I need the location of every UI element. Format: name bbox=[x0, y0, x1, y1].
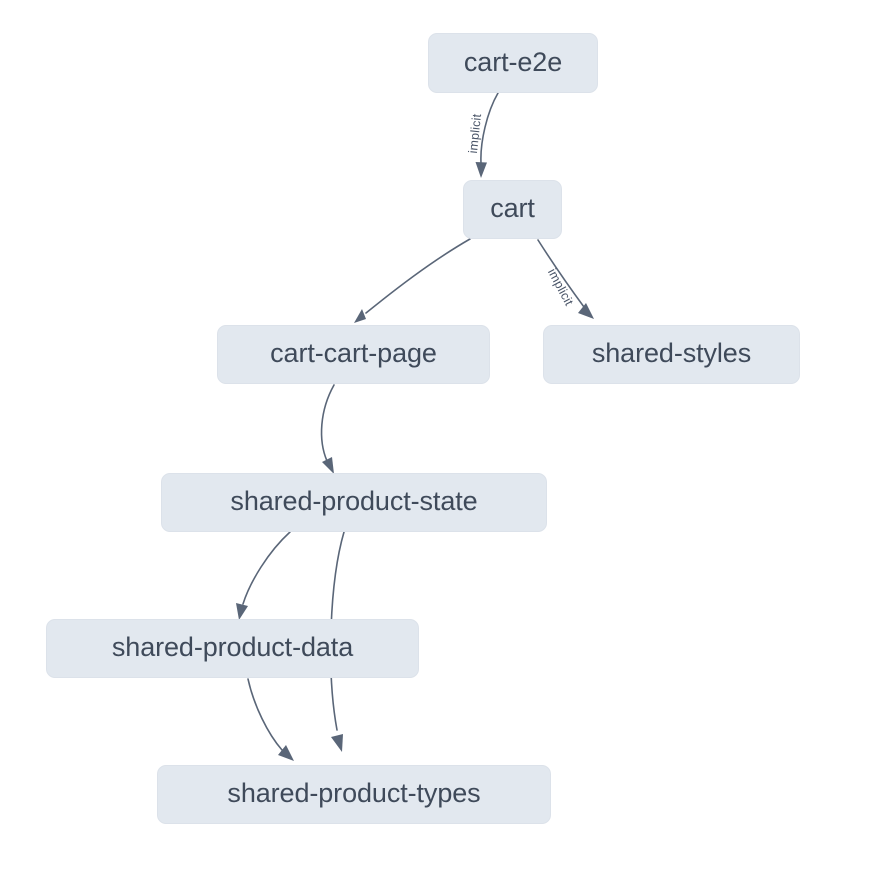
graph-node-cart[interactable]: cart bbox=[463, 180, 562, 239]
edge-path bbox=[242, 531, 291, 605]
edge-path bbox=[537, 239, 585, 308]
edge-shared-product-state-to-shared-product-data bbox=[236, 531, 291, 620]
node-label: shared-product-types bbox=[227, 778, 481, 808]
graph-node-shared-product-state[interactable]: shared-product-state bbox=[161, 473, 547, 532]
graph-node-cart-cart-page[interactable]: cart-cart-page bbox=[217, 325, 490, 384]
node-label: shared-product-state bbox=[230, 486, 478, 516]
node-label: shared-styles bbox=[591, 338, 752, 368]
edge-arrowhead bbox=[354, 309, 366, 323]
edge-arrowhead bbox=[278, 745, 294, 761]
node-label: cart-cart-page bbox=[270, 338, 437, 368]
node-label: shared-product-data bbox=[111, 632, 354, 662]
edge-label-implicit-1: implicit bbox=[466, 113, 484, 154]
node-label: cart-e2e bbox=[463, 46, 563, 77]
edge-path bbox=[365, 238, 471, 314]
edge-cart-e2e-to-cart: implicit bbox=[466, 92, 499, 178]
edge-cart-to-shared-styles: implicit bbox=[537, 239, 594, 319]
edge-arrowhead bbox=[322, 457, 334, 474]
edge-cart-to-cart-cart-page bbox=[354, 238, 471, 323]
graph-node-shared-product-data[interactable]: shared-product-data bbox=[46, 619, 419, 678]
edge-path bbox=[320, 384, 335, 462]
edge-path bbox=[480, 92, 499, 164]
edge-arrowhead bbox=[236, 603, 248, 620]
graph-node-cart-e2e[interactable]: cart-e2e bbox=[428, 33, 598, 93]
edge-arrowhead bbox=[475, 162, 487, 178]
edge-path bbox=[247, 678, 283, 751]
edge-label-implicit-2: implicit bbox=[545, 266, 576, 308]
edge-arrowhead bbox=[331, 734, 343, 752]
edge-arrowhead bbox=[578, 303, 594, 319]
graph-node-shared-styles[interactable]: shared-styles bbox=[543, 325, 800, 384]
node-label: cart bbox=[490, 193, 535, 223]
graph-node-shared-product-types[interactable]: shared-product-types bbox=[157, 765, 551, 824]
edge-shared-product-data-to-shared-product-types bbox=[247, 678, 294, 761]
edge-cart-cart-page-to-shared-product-state bbox=[320, 384, 335, 474]
